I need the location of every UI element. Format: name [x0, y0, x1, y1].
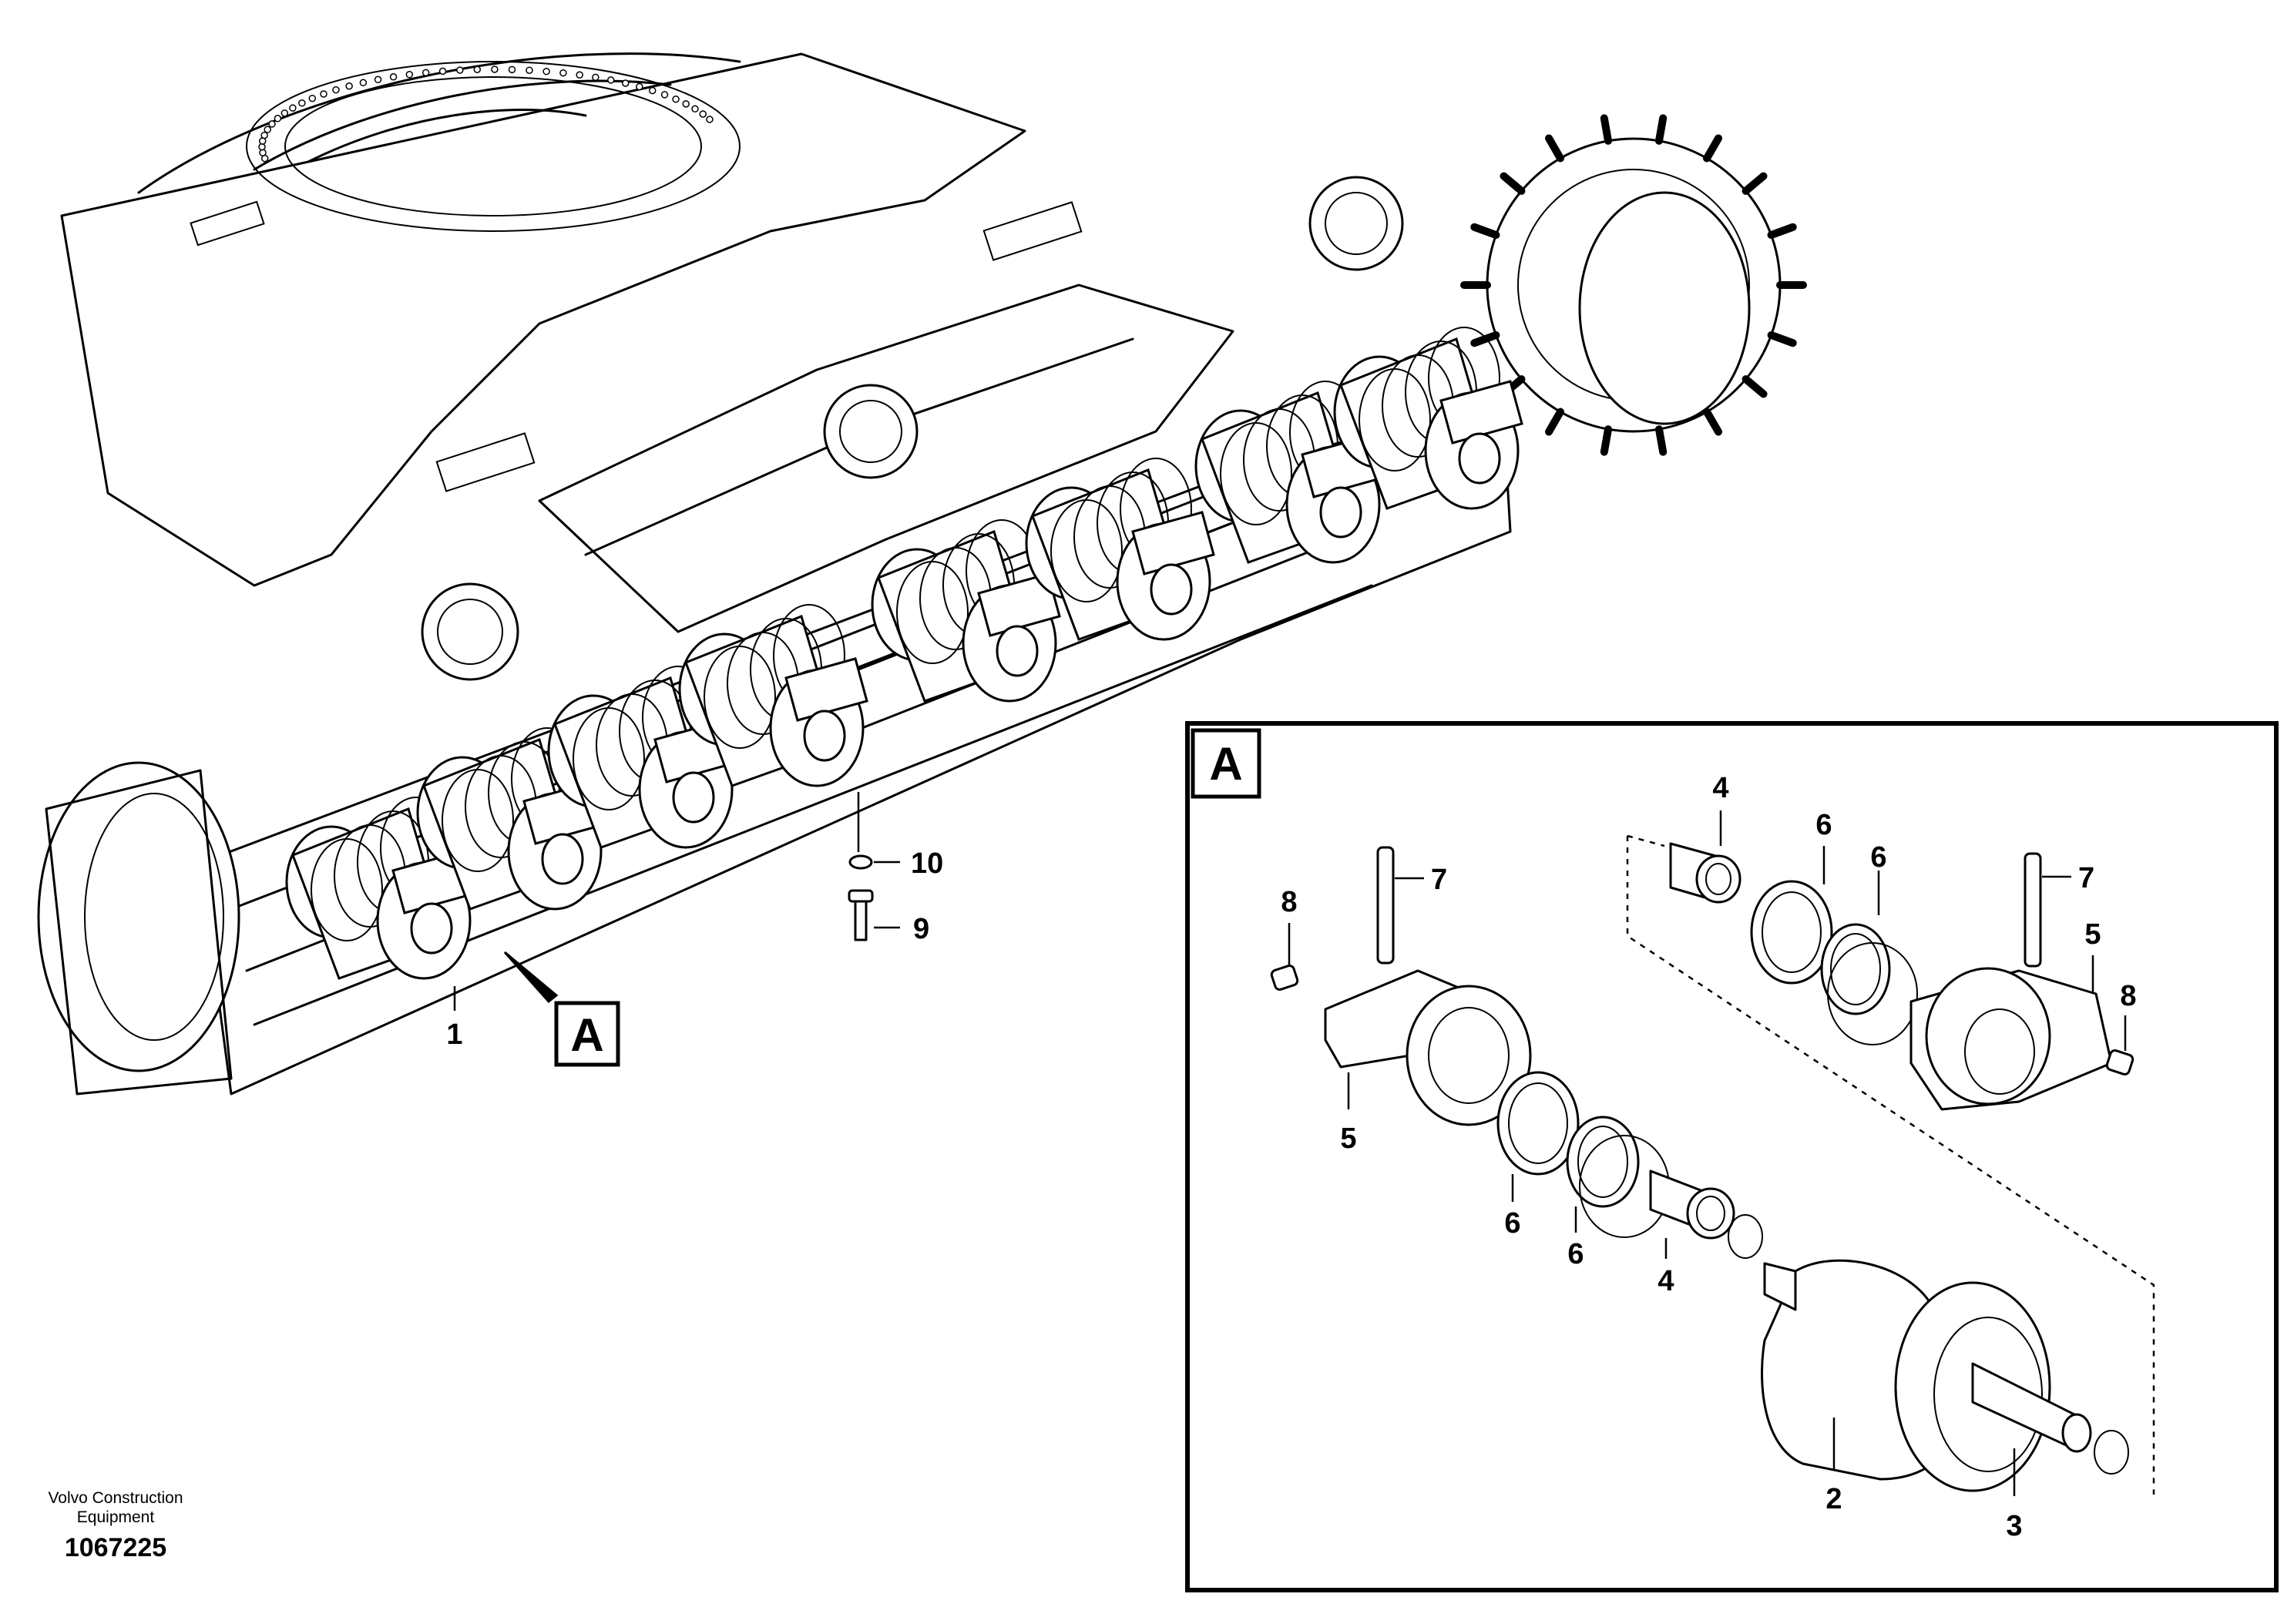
callout-part-10: 10	[874, 847, 943, 880]
part-number-10: 10	[911, 847, 943, 880]
detail-exploded-drawing	[1270, 834, 2155, 1495]
manufacturer-line-1: Volvo Construction	[48, 1489, 183, 1507]
detail-view-a-frame: A	[1185, 721, 2279, 1592]
manufacturer-line-2: Equipment	[76, 1508, 155, 1526]
part-number-8-left: 8	[1281, 886, 1297, 918]
undercarriage-frame-drawing	[37, 52, 1807, 1096]
part-number-6-d: 6	[1567, 1238, 1584, 1270]
view-callout-a: A	[503, 951, 620, 1067]
part-number-4-bottom: 4	[1658, 1265, 1674, 1297]
part-number-2: 2	[1825, 1483, 1842, 1515]
part-number-5-right: 5	[2084, 918, 2101, 951]
view-callout-letter: A	[570, 1009, 603, 1061]
part-number-6-b: 6	[1870, 841, 1886, 874]
manufacturer-name: Volvo Construction Equipment	[15, 1488, 216, 1527]
callout-part-1: 1	[446, 986, 463, 1051]
part-number-6-c: 6	[1504, 1207, 1520, 1240]
detail-callouts: 4 6 6 7 5 8 7 8 5 6 6 4 2 3	[1281, 772, 2136, 1542]
part-number-8-right: 8	[2120, 980, 2136, 1012]
part-number-4-top: 4	[1712, 772, 1728, 804]
part-number-5-left: 5	[1340, 1122, 1356, 1155]
part-number-7-left: 7	[1431, 864, 1447, 896]
part-number-7-right: 7	[2078, 862, 2094, 894]
callout-part-9: 9	[874, 913, 929, 945]
part-number-6-a: 6	[1815, 809, 1832, 841]
part-number-3: 3	[2006, 1510, 2022, 1542]
document-number: 1067225	[64, 1533, 167, 1562]
part-number-9: 9	[913, 913, 929, 945]
part-number-1: 1	[446, 1018, 462, 1051]
detail-view-letter: A	[1209, 738, 1242, 790]
